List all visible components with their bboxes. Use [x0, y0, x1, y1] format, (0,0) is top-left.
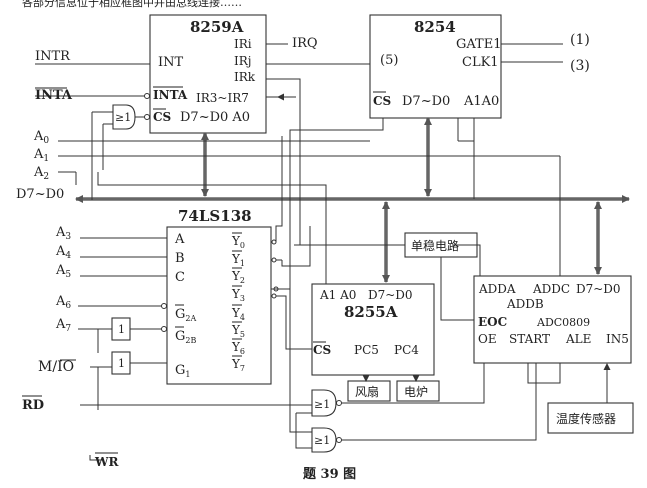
irq-label: IRQ [292, 36, 318, 51]
signal-a6: A6 [55, 294, 71, 311]
figure-caption: 题 39 图 [303, 467, 356, 482]
pins-8254-a1a0: A1A0 [463, 94, 499, 109]
temperature-sensor-box [547, 402, 634, 434]
pin-y0: Y0 [231, 234, 245, 250]
signal-a7: A7 [55, 317, 71, 334]
pin-cs-8255: CS [313, 343, 331, 357]
pin-start: START [509, 332, 550, 346]
header-cut-text: 各部分信息位于相应框图中并由总线连接…… [22, 0, 242, 9]
pin-y2: Y2 [231, 269, 245, 285]
pin-g2b: G2B [175, 329, 196, 345]
pin-iri: IRi [234, 37, 252, 51]
pin-138-a: A [174, 232, 185, 247]
chip-74ls138-title: 74LS138 [178, 207, 252, 225]
or-gate-top-label: ≥1 [115, 111, 131, 124]
chip-74ls138 [166, 226, 272, 385]
chip-8255a [311, 283, 435, 376]
pin-oe: OE [478, 332, 497, 346]
pin-eoc: EOC [478, 315, 507, 329]
signal-intr: INTR [35, 49, 71, 64]
pin-cs-8254: CS [373, 94, 391, 108]
signal-a4: A4 [55, 244, 71, 261]
pin-pc4: PC4 [394, 343, 419, 357]
pin-gate1: GATE1 [456, 37, 502, 52]
signal-wires [35, 43, 611, 461]
pin-g2a: G2A [175, 307, 196, 323]
pin-irk: IRk [234, 70, 256, 84]
temperature-sensor-label: 温度传感器 [556, 411, 616, 426]
pin-138-c: C [175, 270, 185, 285]
pins-8254-data: D7~D0 [402, 94, 450, 109]
or-gate-wr-label: ≥1 [314, 434, 330, 447]
signal-a2: A2 [33, 165, 49, 182]
signal-mio: M/IO [38, 359, 74, 375]
mark-1: (1) [570, 32, 590, 48]
chip-8254 [369, 14, 502, 119]
chip-adc0809 [473, 275, 632, 364]
data-bus-label: D7~D0 [16, 187, 64, 202]
inverter-mio-label: 1 [118, 357, 125, 370]
pin-y4: Y4 [231, 306, 245, 322]
signal-inta: INTA [35, 88, 73, 103]
pin-int: INT [158, 55, 184, 70]
signal-rd: RD [22, 398, 44, 413]
pin-in5: IN5 [606, 332, 629, 346]
pins-8255-data: D7~D0 [368, 288, 413, 302]
signal-wr: WR [94, 455, 119, 469]
inverter-a7-label: 1 [118, 323, 125, 336]
pin-addb: ADDB [506, 297, 544, 311]
pin-138-b: B [175, 251, 185, 266]
mark-3: (3) [570, 58, 590, 74]
pin-y5: Y5 [231, 323, 245, 339]
pin-y6: Y6 [231, 340, 245, 356]
pin-y3: Y3 [231, 287, 245, 303]
pin-adda: ADDA [478, 282, 516, 296]
pin-addc: ADDC [532, 282, 570, 296]
chip-8259a [149, 14, 267, 134]
chip-adc0809-title: ADC0809 [536, 316, 590, 329]
signal-a5: A5 [55, 263, 71, 280]
chip-8254-title: 8254 [414, 18, 456, 36]
pin-clk1: CLK1 [462, 55, 499, 70]
pin-cs-8259: CS [153, 110, 171, 124]
or-gate-rd-label: ≥1 [314, 398, 330, 411]
mark-5: (5) [380, 53, 398, 68]
pins-8255-a1a0: A1 A0 [319, 288, 356, 302]
signal-a3: A3 [55, 225, 71, 242]
pin-y7: Y7 [231, 357, 245, 373]
pin-irj: IRj [234, 54, 252, 68]
pins-adc-data: D7~D0 [576, 282, 621, 296]
overbars [22, 86, 386, 454]
pin-ale: ALE [565, 332, 591, 346]
pins-8259-data: D7~D0 A0 [180, 110, 250, 125]
chip-8255a-title: 8255A [344, 303, 398, 321]
pin-inta: INTA [153, 88, 188, 102]
pin-pc5: PC5 [354, 343, 379, 357]
fan-label: 风扇 [355, 384, 379, 399]
monostable-label: 单稳电路 [411, 238, 459, 253]
chip-8259a-title: 8259A [190, 18, 244, 36]
signal-a0: A0 [33, 129, 49, 146]
pin-y1: Y1 [231, 252, 245, 268]
pin-g1: G1 [175, 363, 190, 379]
pins-ir3-ir7: IR3~IR7 [196, 91, 249, 105]
furnace-label: 电炉 [404, 385, 428, 399]
signal-a1: A1 [33, 147, 49, 164]
